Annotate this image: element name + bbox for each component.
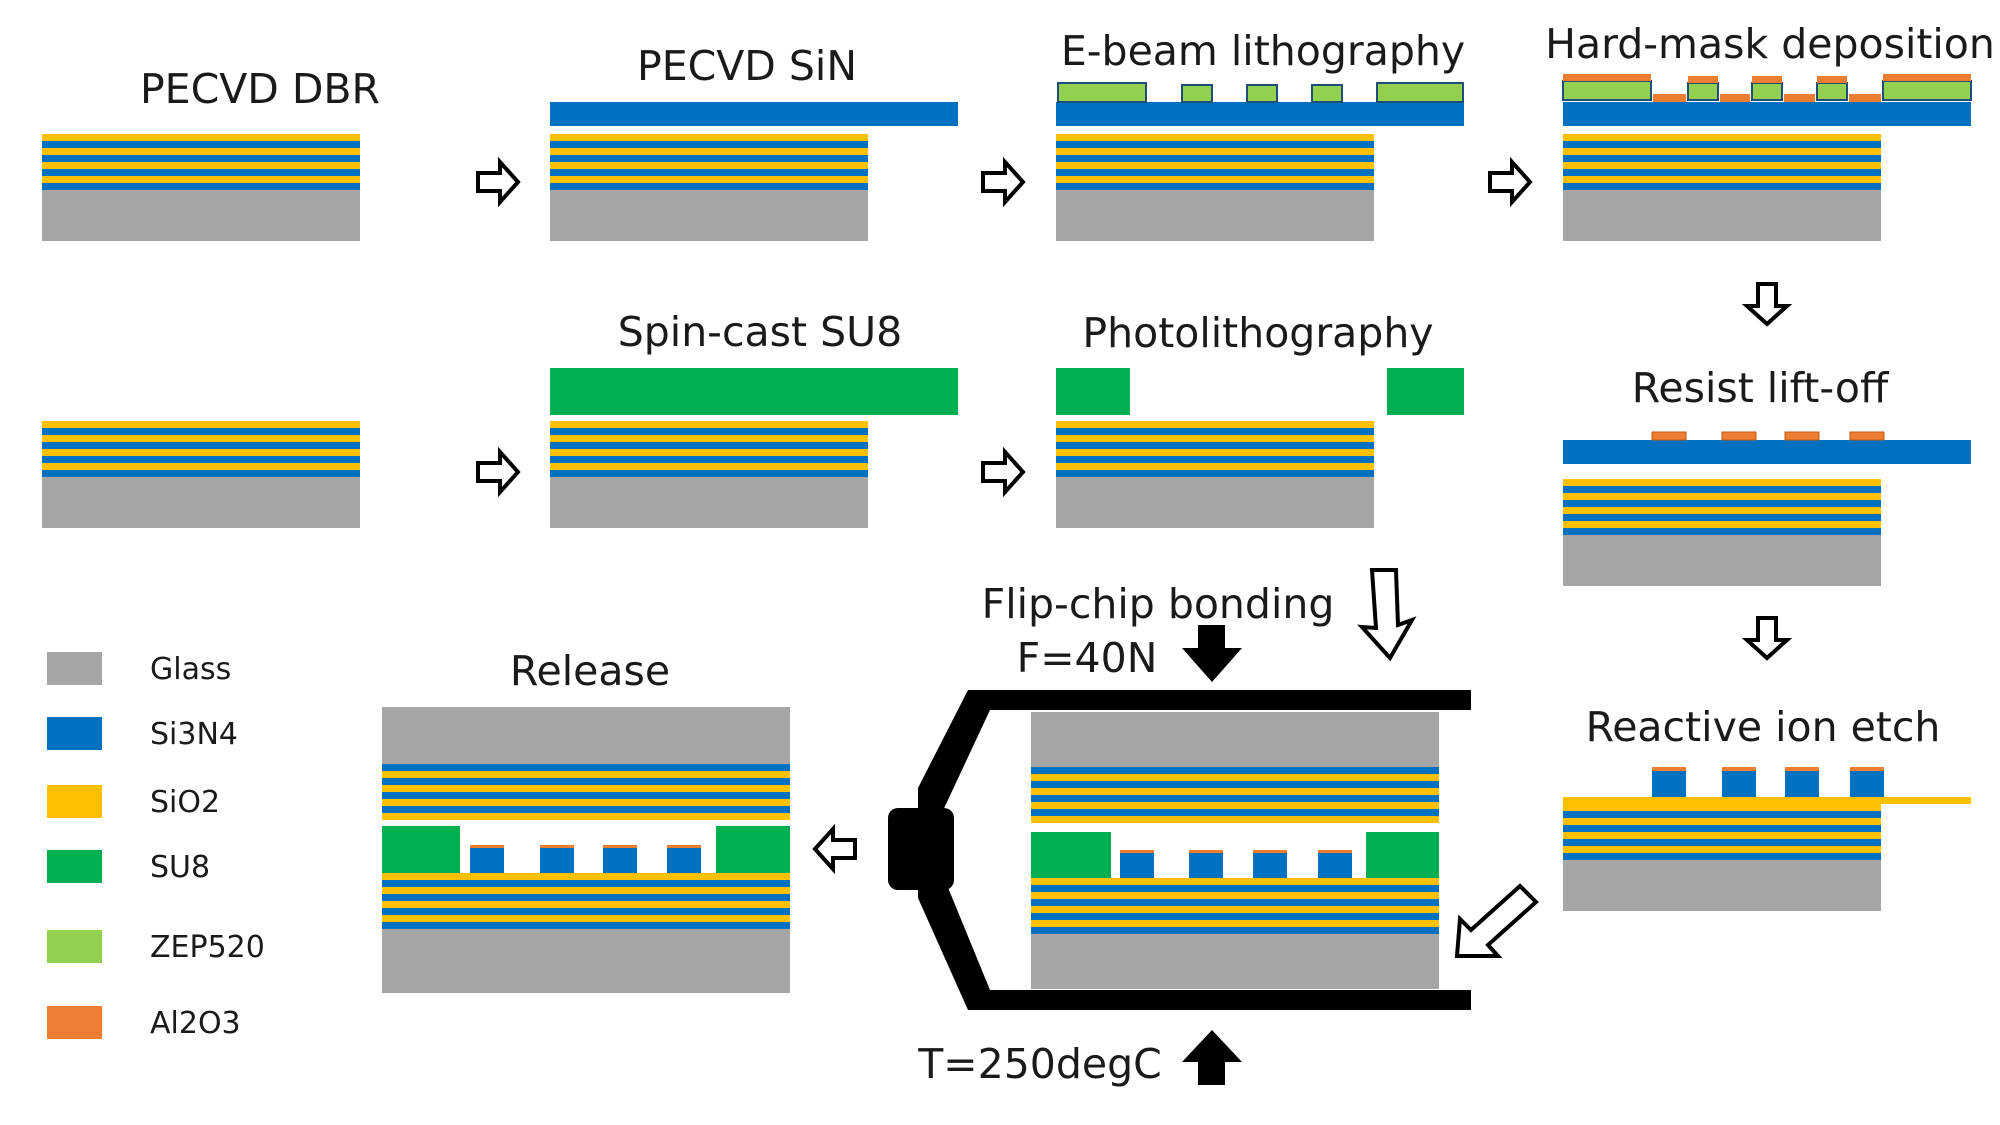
- panel-flip-chip-bonding: Flip-chip bonding F=40N: [888, 580, 1471, 1088]
- title-release: Release: [510, 647, 670, 695]
- title-hardmask: Hard-mask deposition: [1545, 20, 1995, 68]
- arrow-right-2: [981, 160, 1025, 204]
- title-resist-liftoff: Resist lift-off: [1632, 364, 1890, 412]
- stack-dbr: [42, 134, 360, 241]
- legend-label-al2o3: Al2O3: [150, 1006, 241, 1041]
- title-photolitho: Photolithography: [1082, 309, 1433, 357]
- panel-release: Release: [382, 647, 790, 993]
- title-ebeam: E-beam lithography: [1061, 27, 1465, 75]
- legend-swatch-zep520: [47, 930, 102, 963]
- panel-photolithography: Photolithography: [1056, 309, 1464, 528]
- arrow-left: [813, 827, 857, 871]
- force-label: F=40N: [1017, 634, 1158, 682]
- legend-swatch-su8: [47, 850, 102, 883]
- panel-resist-liftoff: Resist lift-off: [1563, 364, 1971, 586]
- panel-ebeam-lithography: E-beam lithography: [1056, 27, 1465, 241]
- arrow-down-1: [1745, 282, 1789, 326]
- temperature-label: T=250degC: [917, 1040, 1162, 1088]
- arrow-diagonal: [1454, 883, 1539, 958]
- clamp-handle: [888, 808, 954, 890]
- panel-pecvd-sin: PECVD SiN: [550, 42, 958, 241]
- panel-dbr-second: [42, 421, 360, 528]
- arrow-down-large: [1357, 568, 1417, 662]
- arrow-right-5: [981, 450, 1025, 494]
- legend-swatch-si3n4: [47, 717, 102, 750]
- panel-hardmask-deposition: Hard-mask deposition: [1545, 20, 1995, 241]
- clamp-frame: [918, 690, 1471, 1010]
- legend-swatch-sio2: [47, 785, 102, 818]
- temperature-arrow: [1182, 1030, 1242, 1085]
- panel-pecvd-dbr: PECVD DBR: [42, 65, 380, 241]
- legend-label-sio2: SiO2: [150, 785, 220, 820]
- title-pecvd-dbr: PECVD DBR: [140, 65, 380, 113]
- panel-spin-cast-su8: Spin-cast SU8: [550, 308, 958, 528]
- title-pecvd-sin: PECVD SiN: [637, 42, 857, 90]
- arrow-right-4: [476, 450, 520, 494]
- legend-swatch-glass: [47, 652, 102, 685]
- title-spin-cast: Spin-cast SU8: [618, 308, 902, 356]
- legend-label-si3n4: Si3N4: [150, 717, 238, 752]
- legend-label-zep520: ZEP520: [150, 930, 265, 965]
- panel-reactive-ion-etch: Reactive ion etch: [1563, 703, 1971, 911]
- arrow-down-2: [1745, 616, 1789, 660]
- legend-label-glass: Glass: [150, 652, 231, 687]
- title-rie: Reactive ion etch: [1586, 703, 1941, 751]
- arrow-right-1: [476, 160, 520, 204]
- force-arrow: [1182, 625, 1242, 682]
- title-flip-chip: Flip-chip bonding: [982, 580, 1335, 628]
- legend-swatch-al2o3: [47, 1006, 102, 1039]
- arrow-right-3: [1488, 160, 1532, 204]
- legend-label-su8: SU8: [150, 850, 210, 885]
